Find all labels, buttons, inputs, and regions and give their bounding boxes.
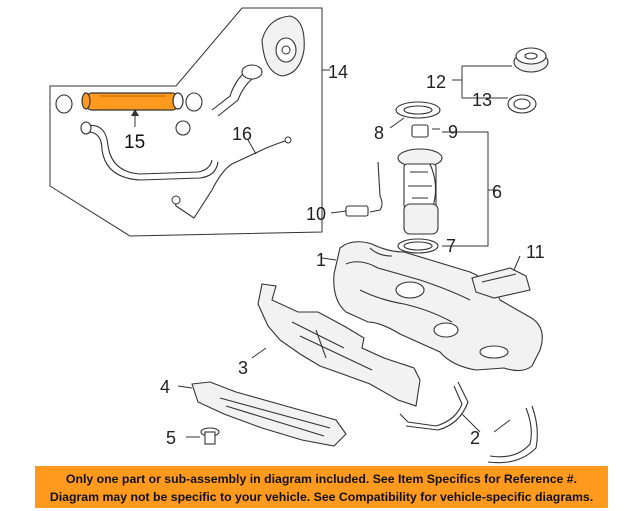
callout-13: 13 xyxy=(472,90,492,110)
callout-10: 10 xyxy=(306,204,326,224)
callout-11: 11 xyxy=(526,242,545,262)
callout-3: 3 xyxy=(238,358,248,378)
callout-12: 12 xyxy=(426,72,446,92)
part-15-hose[interactable] xyxy=(81,92,184,111)
callout-7: 7 xyxy=(446,236,456,256)
part-3-skid-plate xyxy=(251,283,421,407)
notice-line-1: Only one part or sub-assembly in diagram… xyxy=(65,472,578,486)
callout-9: 9 xyxy=(448,122,458,142)
callout-8: 8 xyxy=(374,123,384,143)
notice-banner: Only one part or sub-assembly in diagram… xyxy=(35,466,608,508)
part-12-fuel-cap xyxy=(513,47,549,73)
notice-line-2: Diagram may not be specific to your vehi… xyxy=(49,490,594,504)
part-8-lock-ring xyxy=(389,101,441,129)
part-2-straps xyxy=(399,381,538,464)
part-1-fuel-tank xyxy=(333,241,543,372)
callout-14: 14 xyxy=(328,62,348,82)
callout-5: 5 xyxy=(166,428,176,448)
part-7-seal xyxy=(397,238,439,254)
part-5-bolt xyxy=(186,427,220,445)
part-6-pump-module xyxy=(345,124,443,235)
filler-assembly-group xyxy=(49,7,330,237)
callout-6: 6 xyxy=(492,182,502,202)
callout-1: 1 xyxy=(316,250,326,270)
part-13-gasket xyxy=(507,94,537,114)
callout-15: 15 xyxy=(124,132,145,153)
callout-4: 4 xyxy=(160,377,170,397)
part-16-harness xyxy=(171,136,292,219)
callout-16: 16 xyxy=(232,124,252,144)
filler-neck-assembly xyxy=(55,15,305,181)
part-4-heat-shield xyxy=(177,381,347,447)
callout-2: 2 xyxy=(470,428,480,448)
part-11-shield xyxy=(471,255,531,299)
callout-15-arrow xyxy=(131,109,139,116)
